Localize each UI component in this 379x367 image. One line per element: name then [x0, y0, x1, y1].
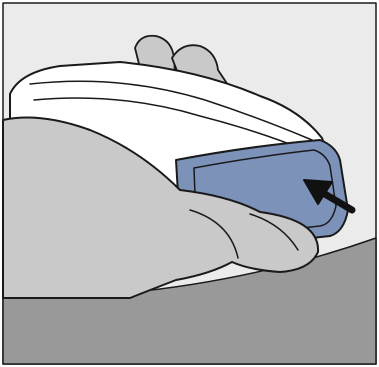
device-ridge-lower: [33, 97, 306, 151]
arrow-head-icon: [303, 179, 333, 205]
finger-crease: [249, 213, 299, 251]
knuckle-crease: [189, 209, 239, 259]
device-ridge: [29, 80, 313, 141]
hand: [2, 116, 320, 299]
